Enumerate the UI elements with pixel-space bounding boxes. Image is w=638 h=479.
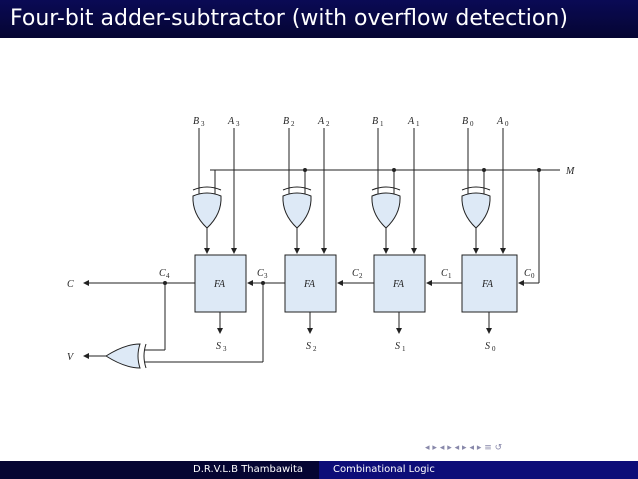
svg-text:1: 1 <box>380 120 384 128</box>
input-b1-label: B <box>372 116 378 127</box>
svg-text:2: 2 <box>326 120 330 128</box>
carry-c4-label: C <box>159 268 166 279</box>
bit-0: B 0 A 0 FA S 0 <box>461 116 518 353</box>
nav-next-sub-icon[interactable]: ▸ <box>447 443 452 453</box>
slide-title: Four-bit adder-subtractor (with overflow… <box>10 6 568 31</box>
beamer-navigation[interactable]: ◂ ▸ ◂ ▸ ◂ ▸ ◂ ▸ ≡ ↺ <box>425 443 502 453</box>
full-adder-2 <box>284 254 337 313</box>
nav-search-icon[interactable]: ↺ <box>494 443 503 453</box>
full-adder-3 <box>194 254 247 313</box>
svg-text:3: 3 <box>236 120 240 128</box>
svg-text:FA: FA <box>303 279 316 290</box>
svg-text:1: 1 <box>402 345 406 353</box>
carry-c0-label: C <box>524 268 531 279</box>
xor-gate-2 <box>282 192 312 229</box>
footer: D.R.V.L.B Thambawita Combinational Logic <box>0 461 638 479</box>
bit-1: B 1 A 1 FA S 1 <box>371 116 426 353</box>
footer-right: Combinational Logic <box>319 461 638 479</box>
footer-topic: Combinational Logic <box>333 464 435 475</box>
carry-c1-label: C <box>441 268 448 279</box>
bit-3: B 3 A 3 FA S 3 <box>192 116 247 353</box>
svg-text:4: 4 <box>166 272 170 280</box>
mode-label: M <box>565 166 575 177</box>
input-a2-label: A <box>317 116 325 127</box>
title-bar: Four-bit adder-subtractor (with overflow… <box>0 0 638 38</box>
sum-s3-label: S <box>216 341 221 352</box>
svg-text:2: 2 <box>313 345 317 353</box>
nav-prev-icon[interactable]: ◂ <box>425 443 430 453</box>
full-adder-0 <box>461 254 518 313</box>
nav-frame-icon[interactable]: ▸ <box>432 443 437 453</box>
nav-prev-doc-icon[interactable]: ◂ <box>469 443 474 453</box>
nav-next-doc-icon[interactable]: ▸ <box>476 443 482 453</box>
footer-author: D.R.V.L.B Thambawita <box>193 464 303 475</box>
full-adder-1 <box>373 254 426 313</box>
carry-out-label: C <box>67 279 74 290</box>
svg-text:1: 1 <box>416 120 420 128</box>
xor-gate-0 <box>461 192 491 229</box>
footer-left: D.R.V.L.B Thambawita <box>0 461 319 479</box>
carry-c3-label: C <box>257 268 264 279</box>
nav-prev-sub-icon[interactable]: ◂ <box>439 443 445 453</box>
overflow-xor-gate <box>105 343 141 369</box>
xor-gate-3 <box>192 192 222 229</box>
xor-gate-1 <box>371 192 401 229</box>
sum-s1-label: S <box>395 341 400 352</box>
bit-2: B 2 A 2 FA S 2 <box>282 116 337 353</box>
sum-s2-label: S <box>306 341 311 352</box>
input-a1-label: A <box>407 116 415 127</box>
svg-text:FA: FA <box>213 279 226 290</box>
input-a3-label: A <box>227 116 235 127</box>
sum-s0-label: S <box>485 341 490 352</box>
input-b2-label: B <box>283 116 289 127</box>
input-b3-label: B <box>193 116 199 127</box>
overflow-label: V <box>67 352 75 363</box>
svg-text:2: 2 <box>291 120 295 128</box>
svg-text:0: 0 <box>492 345 496 353</box>
svg-text:3: 3 <box>201 120 205 128</box>
svg-text:3: 3 <box>264 272 268 280</box>
svg-text:1: 1 <box>448 272 452 280</box>
input-b0-label: B <box>462 116 468 127</box>
svg-text:0: 0 <box>531 272 535 280</box>
carry-c2-label: C <box>352 268 359 279</box>
input-a0-label: A <box>496 116 504 127</box>
nav-prev-section-icon[interactable]: ◂ <box>454 443 460 453</box>
svg-text:FA: FA <box>392 279 405 290</box>
svg-text:2: 2 <box>359 272 363 280</box>
nav-next-section-icon[interactable]: ▸ <box>462 443 467 453</box>
svg-text:0: 0 <box>505 120 509 128</box>
svg-text:3: 3 <box>223 345 227 353</box>
svg-text:FA: FA <box>481 279 494 290</box>
nav-menu-icon[interactable]: ≡ <box>484 443 492 453</box>
svg-text:0: 0 <box>470 120 474 128</box>
